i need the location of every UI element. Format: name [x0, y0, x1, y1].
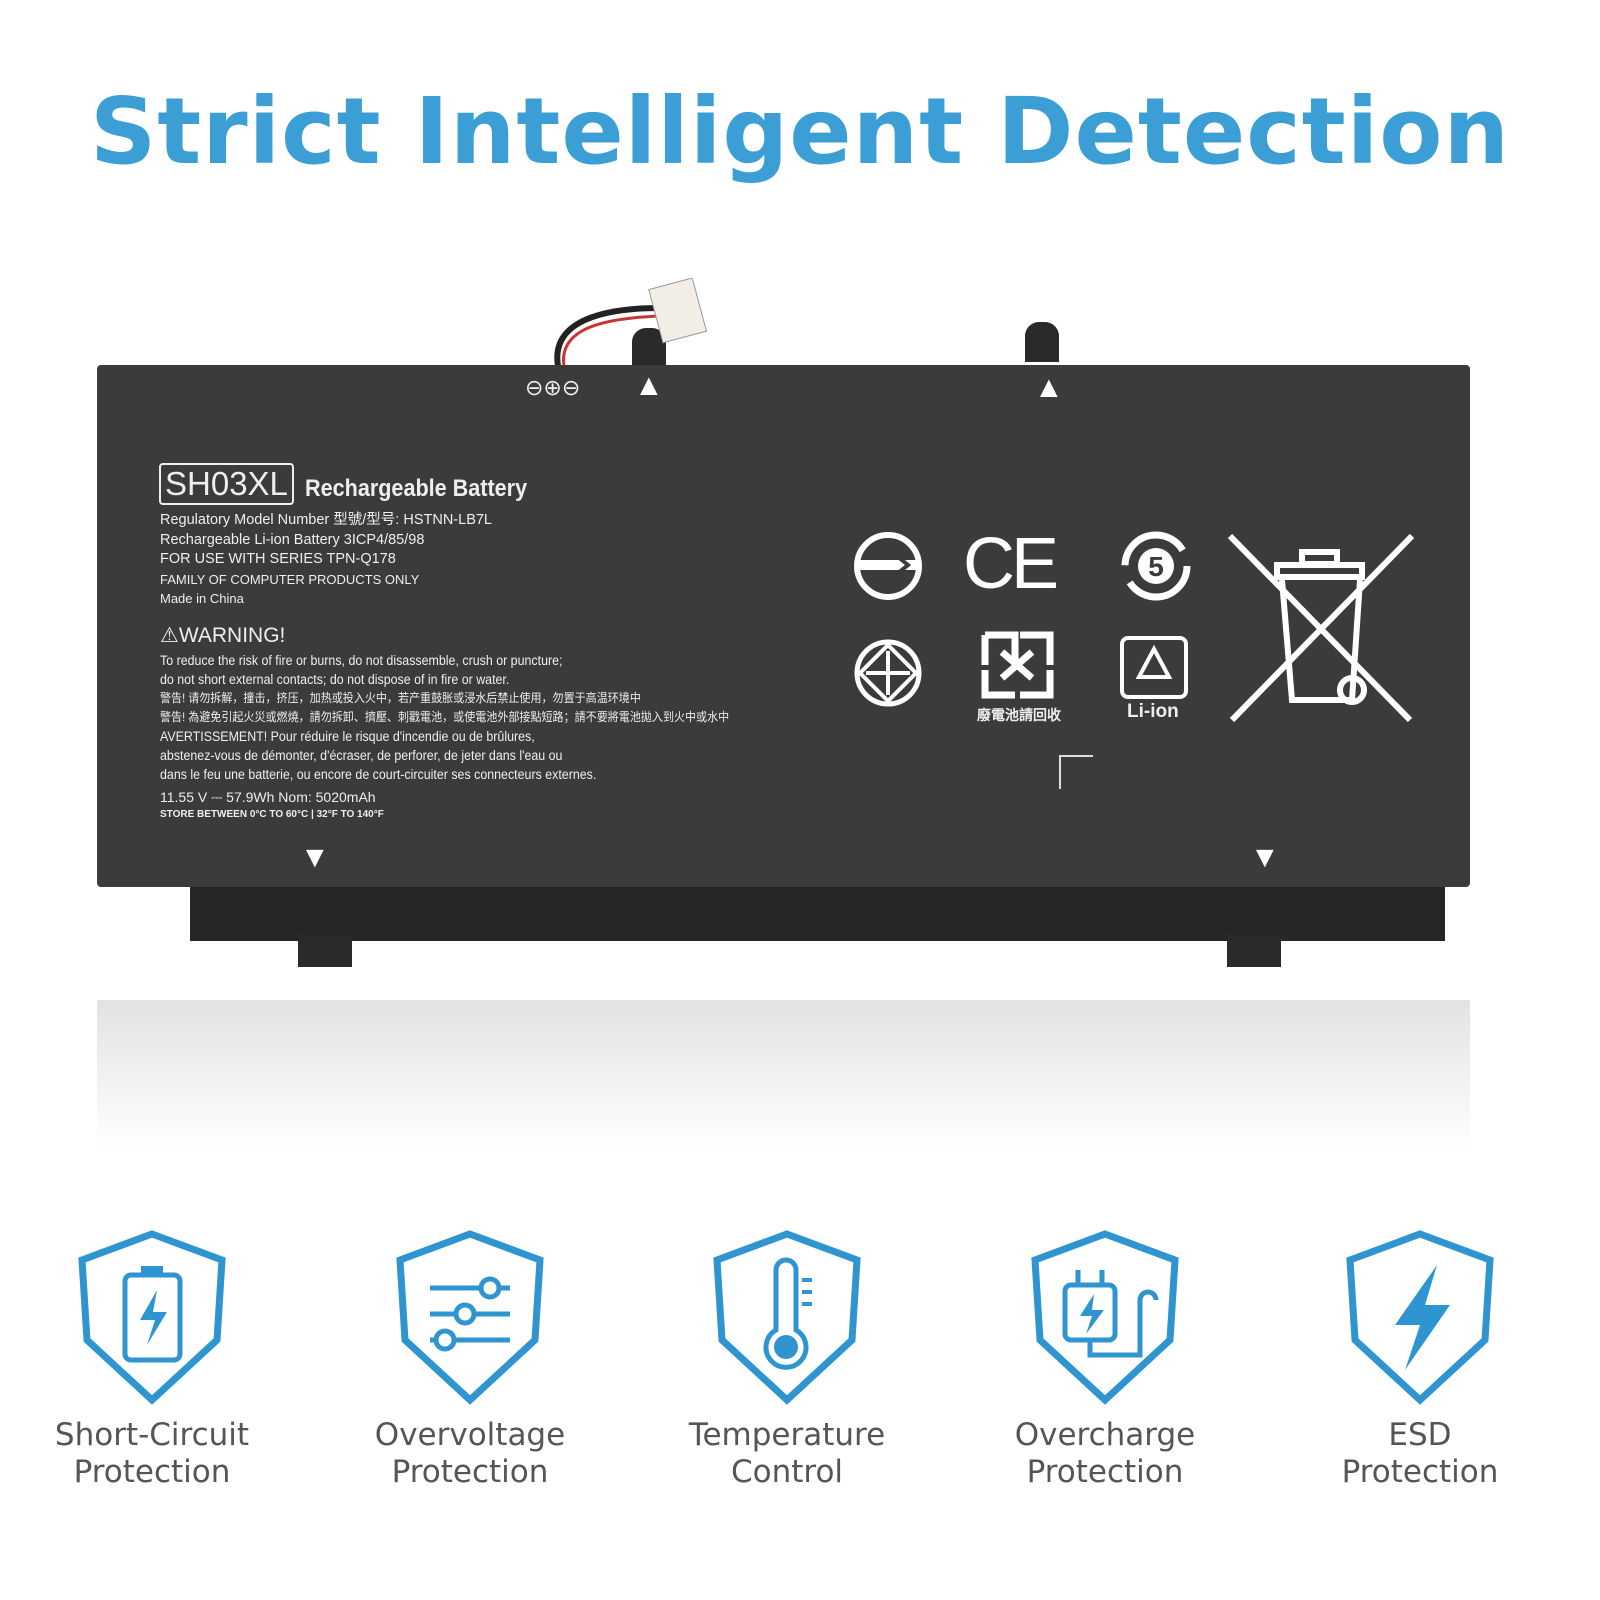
- recycle-text: 廢電池請回收: [977, 707, 1061, 723]
- arrow-down-icon: ▼: [300, 841, 330, 874]
- warning-text: To reduce the risk of fire or burns, do …: [160, 651, 729, 784]
- battery-label: ⊖⊕⊖ ▲ ▲ ▼ ▼ SH03XL Rechargeable Battery …: [97, 365, 1470, 887]
- spec-line: Rechargeable Li-ion Battery 3ICP4/85/98: [160, 531, 425, 548]
- feature-label: Protection: [73, 1454, 231, 1490]
- spec-line: Regulatory Model Number 型號/型号: HSTNN-LB7…: [160, 512, 492, 528]
- feature-label: Short-Circuit: [54, 1417, 250, 1453]
- mounting-tab: [1025, 322, 1059, 362]
- rating-text: 11.55 V ⎓ 57.9Wh Nom: 5020mAh: [160, 789, 376, 805]
- battery-bolt-icon: [78, 1230, 226, 1405]
- feature-label: Protection: [1026, 1454, 1184, 1490]
- label-heading: Rechargeable Battery: [305, 475, 528, 502]
- arrow-up-icon: ▲: [634, 369, 664, 402]
- spec-line: FAMILY OF COMPUTER PRODUCTS ONLY: [160, 571, 420, 587]
- polarity-symbols: ⊖⊕⊖: [525, 375, 581, 400]
- liion-recycle-icon: [1120, 636, 1188, 699]
- no-trash-bin-icon: [1227, 533, 1415, 723]
- liion-text: Li-ion: [1127, 701, 1179, 722]
- warning-line: To reduce the risk of fire or burns, do …: [160, 653, 563, 668]
- model-number: SH03XL: [159, 463, 294, 505]
- spec-line: Made in China: [160, 591, 244, 606]
- sliders-icon: [396, 1230, 544, 1405]
- arrow-up-icon: ▲: [1034, 371, 1064, 404]
- plug-bolt-icon: [1031, 1230, 1179, 1405]
- mounting-tab: [298, 935, 352, 967]
- battery-recycle-icon: [981, 631, 1054, 699]
- feature-label: Protection: [1341, 1454, 1499, 1490]
- feature-label: Protection: [391, 1454, 549, 1490]
- ce-mark: CE: [963, 524, 1059, 604]
- certification-mark-icon: [854, 532, 922, 600]
- compliance-mark-icon: [854, 639, 922, 707]
- feature-label: ESD: [1388, 1417, 1452, 1453]
- epup-icon: 5: [1121, 531, 1191, 601]
- feature-label: Overcharge: [1014, 1417, 1196, 1453]
- battery-reflection: [97, 1000, 1470, 1150]
- page-title: Strict Intelligent Detection: [89, 78, 1511, 185]
- lightning-icon: [1346, 1230, 1494, 1405]
- mounting-tab: [1227, 935, 1281, 967]
- feature-label: Temperature: [688, 1417, 886, 1453]
- warning-line: 警告! 為避免引起火災或燃燒，請勿拆卸、擠壓、刺戳電池，或使電池外部接點短路；請…: [160, 710, 730, 724]
- warning-line: AVERTISSEMENT! Pour réduire le risque d'…: [160, 729, 535, 744]
- thermometer-icon: [713, 1230, 861, 1405]
- warning-line: do not short external contacts; do not d…: [160, 672, 510, 687]
- feature-label: Control: [730, 1454, 844, 1490]
- arrow-down-icon: ▼: [1250, 841, 1280, 874]
- warning-line: abstenez-vous de démonter, d'écraser, de…: [160, 748, 563, 763]
- svg-text:5: 5: [1148, 551, 1164, 582]
- feature-label: Overvoltage: [374, 1417, 566, 1453]
- spec-lines: Regulatory Model Number 型號/型号: HSTNN-LB7…: [160, 511, 492, 609]
- battery-lower-strip: [190, 885, 1445, 941]
- warning-line: dans le feu une batterie, ou encore de c…: [160, 767, 597, 782]
- spec-line: FOR USE WITH SERIES TPN-Q178: [160, 551, 396, 567]
- connector-cable-icon: [554, 278, 708, 367]
- storage-text: STORE BETWEEN 0°C TO 60°C | 32°F TO 140°…: [160, 809, 384, 820]
- warning-title: ⚠WARNING!: [160, 624, 286, 647]
- warning-line: 警告! 请勿拆解，撞击，挤压，加热或投入火中，若产重鼓胀或浸水后禁止使用，勿置于…: [160, 691, 641, 705]
- corner-mark: [1059, 755, 1093, 789]
